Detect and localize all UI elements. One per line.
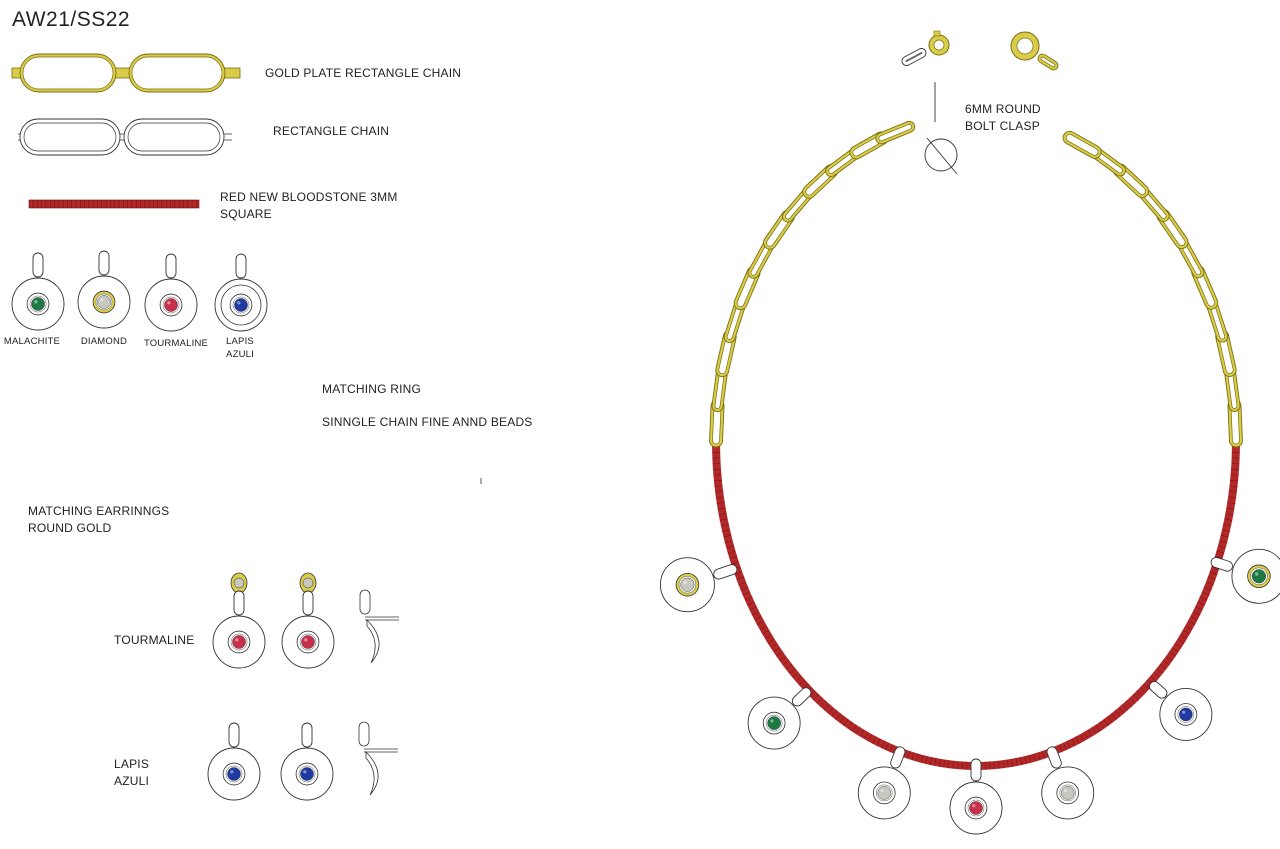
necklace-charm-7-stone xyxy=(1251,569,1266,584)
clasp-detail xyxy=(924,82,958,175)
necklace-charm-1 xyxy=(659,557,738,613)
earring-tourmaline-front-drop-bail xyxy=(233,590,245,616)
gold-chain-bar xyxy=(11,67,241,79)
clasp-diameter-slash xyxy=(926,137,958,175)
necklace-charm-4-stone xyxy=(969,801,983,815)
charm-tourmaline-stone xyxy=(164,298,178,312)
necklace-charm-1-stone xyxy=(680,577,695,592)
charm-label-tourmaline: TOURMALINE xyxy=(143,338,209,349)
rectangle-chain-label: RECTANGLE CHAIN xyxy=(273,124,390,138)
bloodstone-strand xyxy=(28,199,200,209)
earring-lapis-back-drop xyxy=(280,722,334,801)
charm-lapis-stone xyxy=(234,298,248,312)
earring-lapis-front-drop-stone xyxy=(227,767,241,781)
earrings-note-line2: ROUND GOLD xyxy=(28,521,112,535)
necklace-charm-5-bail xyxy=(1046,746,1062,769)
single-chain-note: SINNGLE CHAIN FINE ANND BEADS xyxy=(322,415,533,429)
earring-tourmaline-back-drop-bail xyxy=(302,590,314,616)
earring-lapis-front-drop xyxy=(207,722,261,801)
earring-lapis-front-drop-bail xyxy=(228,722,240,748)
gold-chain-link-1 xyxy=(19,53,117,93)
necklace-charm-2 xyxy=(747,687,812,750)
earring-lapis-back xyxy=(280,722,334,801)
charm-diamond-stone xyxy=(97,295,111,309)
earring-lapis-back-drop-stone xyxy=(300,767,314,781)
earrings xyxy=(207,572,399,801)
necklace-charm-7-bail xyxy=(1210,556,1233,572)
charm-label-diamond: DIAMOND xyxy=(80,336,128,347)
end-ring xyxy=(1010,31,1059,71)
necklace-charm-6-bail xyxy=(1149,681,1168,699)
necklace-charm-7 xyxy=(1210,548,1280,604)
matching-ring-note: MATCHING RING xyxy=(322,382,422,396)
necklace-charm-1-bail xyxy=(713,564,738,580)
charm-malachite xyxy=(11,252,65,331)
gold-chain-link-2 xyxy=(128,53,226,93)
clasp-jump-ring xyxy=(901,48,927,66)
earring-tourmaline-back-drop xyxy=(281,590,335,669)
necklace-charm-4-bail xyxy=(970,758,982,782)
earring-lapis-label-line1: LAPIS xyxy=(114,757,150,771)
charm-lapis-bail xyxy=(235,253,247,279)
necklace-gold-chain-right xyxy=(1062,130,1243,448)
earring-tourmaline-front-drop-stone xyxy=(232,635,246,649)
necklace-charm-4 xyxy=(949,758,1003,835)
necklace-charm-5-stone xyxy=(1060,786,1075,800)
charm-tourmaline-bail xyxy=(165,253,177,279)
earring-tourmaline-back xyxy=(281,572,335,669)
legend-chains xyxy=(11,53,241,209)
charm-label-lapis-line2: AZULI xyxy=(226,349,254,360)
necklace-charm-2-bail xyxy=(791,687,812,707)
bloodstone-label-line2: SQUARE xyxy=(220,207,272,221)
charm-diamond-bail xyxy=(98,250,110,276)
necklace-gold-chain-left-link-1 xyxy=(709,399,725,448)
necklace xyxy=(659,30,1280,835)
necklace-charm-2-stone xyxy=(767,716,781,730)
necklace-charm-3-stone xyxy=(877,786,892,800)
earring-tourmaline-side xyxy=(359,589,399,664)
necklace-gold-chain-left-link-12 xyxy=(875,120,916,145)
necklace-gold-chain-left xyxy=(709,120,916,448)
spring-ring-clasp xyxy=(901,30,950,66)
earring-tourmaline-back-drop-stone xyxy=(301,635,315,649)
earring-lapis-front xyxy=(207,722,261,801)
charm-malachite-bail xyxy=(32,252,44,278)
end-ring-tab xyxy=(1037,53,1059,71)
rect-chain-link-2 xyxy=(123,118,225,156)
charm-label-lapis-line1: LAPIS xyxy=(226,336,254,347)
necklace-charm-5 xyxy=(1041,746,1095,820)
necklace-charm-6-stone xyxy=(1179,707,1193,722)
charm-lapis xyxy=(214,253,268,332)
earring-lapis-side xyxy=(358,721,398,796)
earring-tourmaline-label: TOURMALINE xyxy=(114,633,195,647)
earrings-note-line1: MATCHING EARRINNGS xyxy=(28,504,170,518)
necklace-charm-6 xyxy=(1149,681,1213,741)
bloodstone-label-line1: RED NEW BLOODSTONE 3MM xyxy=(220,190,398,204)
necklace-charm-3-bail xyxy=(890,746,906,769)
clasp-label-line2: BOLT CLASP xyxy=(965,119,1040,133)
necklace-charm-3 xyxy=(857,746,911,820)
charm-malachite-stone xyxy=(31,297,45,311)
charm-diamond xyxy=(77,250,131,329)
clasp-label-line1: 6MM ROUND xyxy=(965,102,1041,116)
charm-tourmaline xyxy=(144,253,198,332)
page-title: AW21/SS22 xyxy=(12,8,131,31)
earring-lapis-label-line2: AZULI xyxy=(114,774,150,788)
charm-label-malachite: MALACHITE xyxy=(3,336,61,347)
earring-tourmaline-front xyxy=(212,572,266,669)
gold-chain-label: GOLD PLATE RECTANGLE CHAIN xyxy=(265,66,462,80)
earring-tourmaline-front-drop xyxy=(212,590,266,669)
earring-lapis-back-drop-bail xyxy=(301,722,313,748)
legend-charms xyxy=(11,250,482,484)
rect-chain-link-1 xyxy=(19,118,121,156)
necklace-gold-chain-right-link-11 xyxy=(1062,130,1102,159)
